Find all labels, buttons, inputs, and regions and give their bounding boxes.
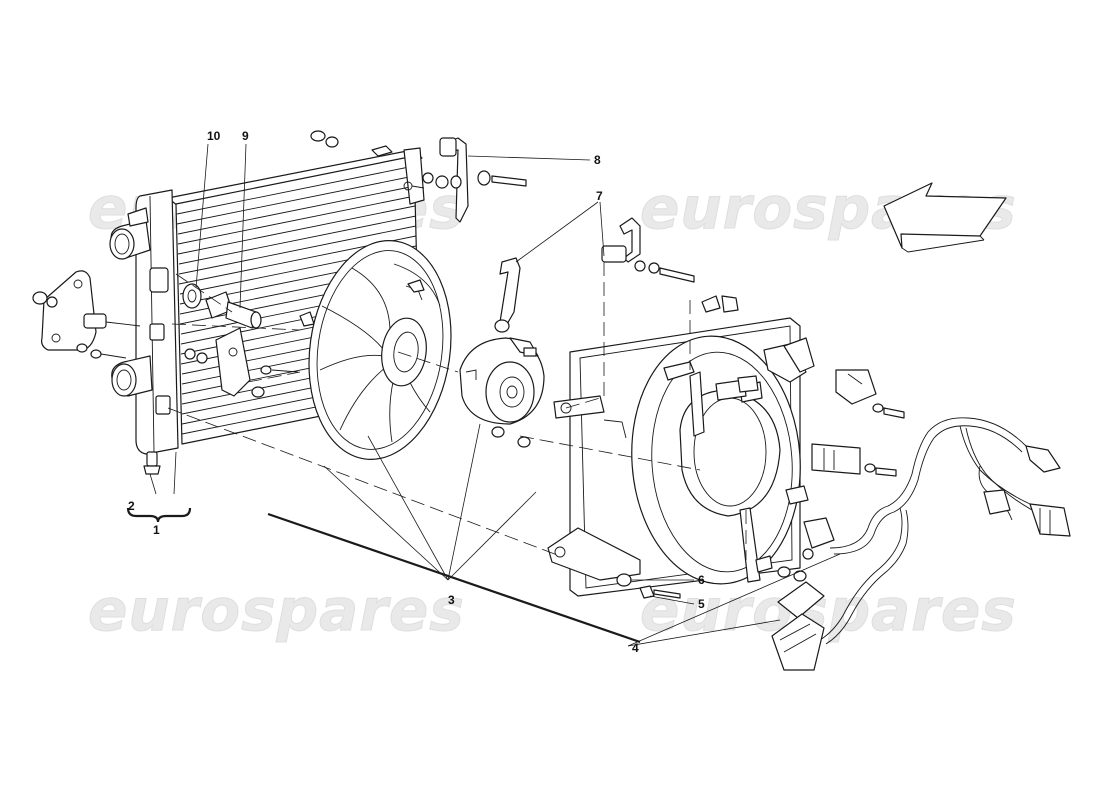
upper-bracket-8 bbox=[403, 137, 527, 223]
watermark-bottom-left: eurospares bbox=[88, 576, 465, 644]
fan-shroud bbox=[547, 317, 815, 597]
drain-plug bbox=[143, 451, 161, 475]
resistor-module bbox=[811, 443, 897, 477]
callout-5: 5 bbox=[698, 597, 705, 611]
screw-5 bbox=[639, 585, 681, 599]
forward-arrow-icon bbox=[883, 182, 1007, 253]
top-mount-nuts bbox=[310, 130, 339, 148]
radiator-fins bbox=[176, 165, 421, 435]
shroud-upper-bracket bbox=[601, 217, 739, 313]
callout-3: 3 bbox=[448, 593, 455, 607]
leader-lines bbox=[149, 143, 841, 647]
sensor bbox=[835, 369, 905, 419]
callout-8: 8 bbox=[594, 153, 601, 167]
washer-10 bbox=[182, 283, 202, 309]
shroud-lower-fasteners bbox=[755, 555, 807, 582]
callout-2: 2 bbox=[128, 499, 135, 513]
left-mount-bracket bbox=[32, 270, 141, 359]
fan-impeller bbox=[308, 240, 452, 460]
callout-10: 10 bbox=[207, 129, 221, 143]
washer-6 bbox=[616, 573, 632, 587]
callout-4: 4 bbox=[632, 641, 639, 655]
wiring-harness bbox=[771, 417, 1071, 671]
callout-1: 1 bbox=[153, 523, 160, 537]
callout-6: 6 bbox=[698, 573, 705, 587]
shroud-connector bbox=[715, 375, 759, 401]
callout-7: 7 bbox=[596, 189, 603, 203]
radiator-bracket bbox=[184, 327, 299, 398]
callout-labels: 10 9 8 7 2 1 3 6 5 4 bbox=[128, 129, 705, 655]
fan-motor bbox=[459, 337, 545, 448]
fan-bracket-7 bbox=[494, 257, 521, 333]
group-braces bbox=[126, 507, 641, 644]
alignment-lines bbox=[167, 262, 747, 560]
callout-9: 9 bbox=[242, 129, 249, 143]
